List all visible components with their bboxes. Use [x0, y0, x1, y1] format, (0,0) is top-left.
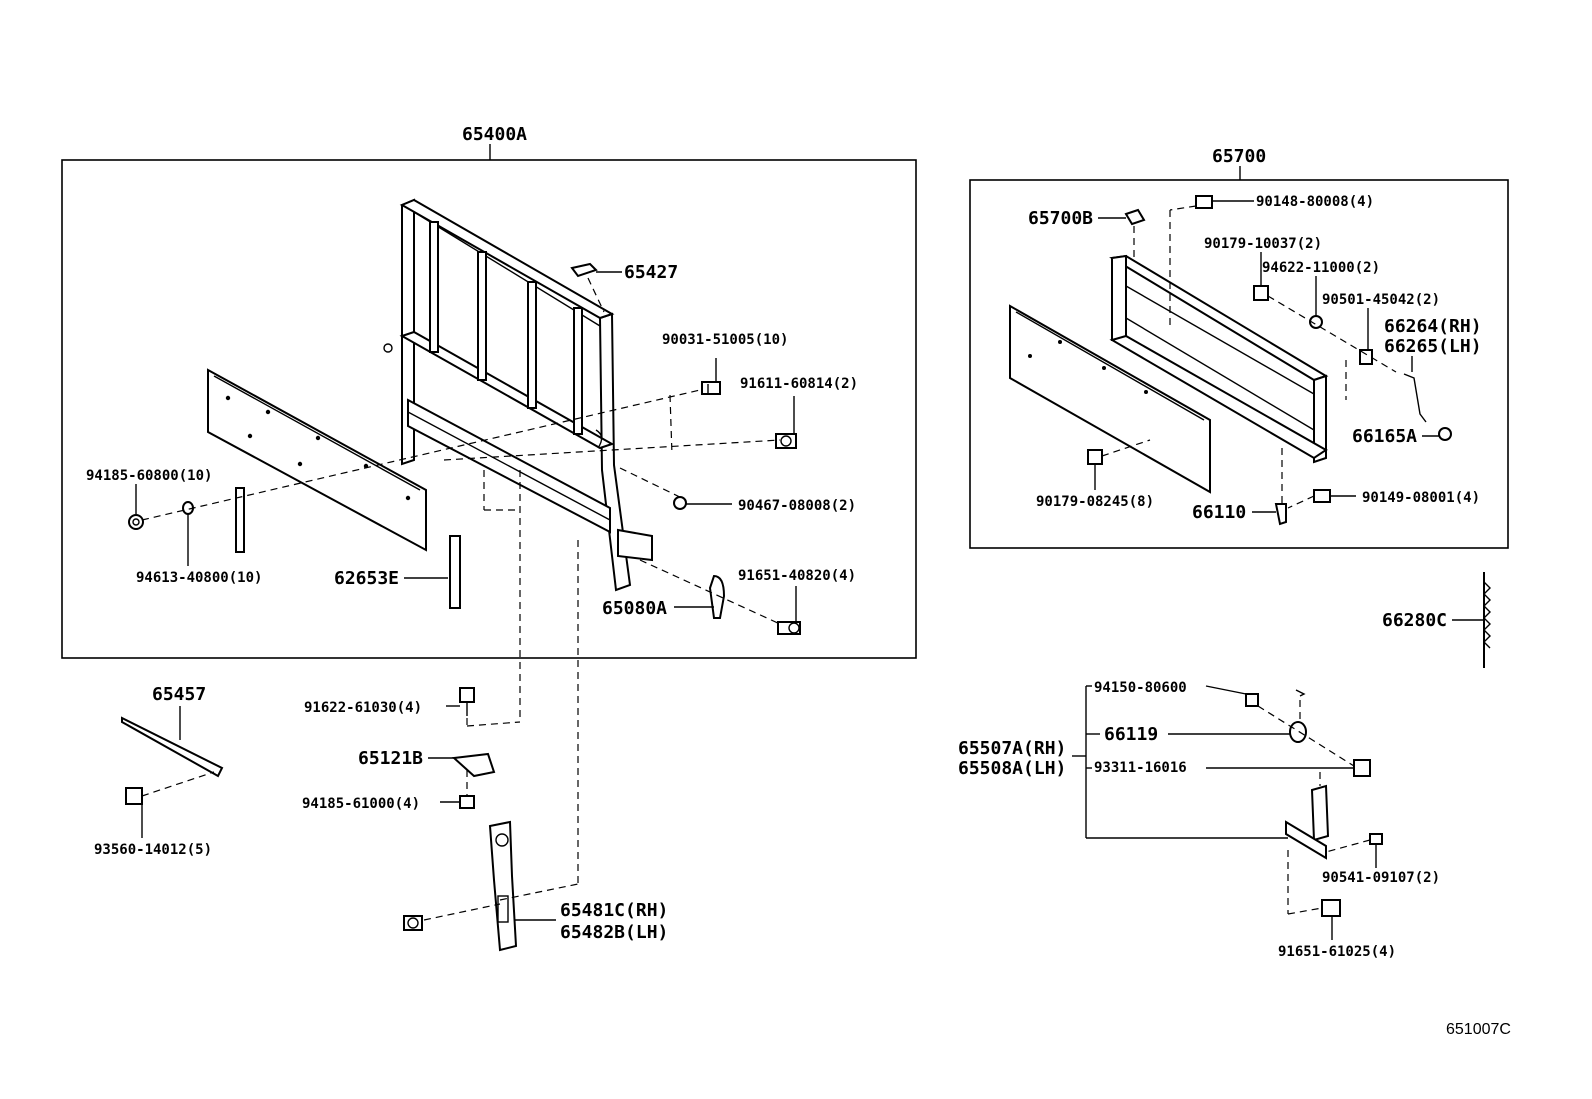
label-94613: 94613-40800(10) — [136, 570, 262, 586]
label-94622: 94622-11000(2) — [1262, 260, 1380, 276]
label-90179-08245: 90179-08245(8) — [1036, 494, 1154, 510]
label-65080a: 65080A — [602, 598, 667, 619]
bolt-90149 — [1313, 489, 1331, 503]
board-panel — [207, 368, 427, 552]
screw-90541 — [1369, 833, 1383, 845]
bolt-90031 — [701, 381, 721, 395]
label-66119: 66119 — [1104, 724, 1158, 745]
plate-65481c — [488, 820, 518, 952]
tailgate-frame — [1109, 254, 1329, 464]
label-90148: 90148-80008(4) — [1256, 194, 1374, 210]
bolt-93560 — [125, 787, 143, 805]
rod-66264 — [1403, 373, 1427, 423]
bolt-65481c — [403, 915, 423, 931]
label-91611: 91611-60814(2) — [740, 376, 858, 392]
nut-94185-61000 — [459, 795, 475, 809]
pin-90467 — [673, 496, 687, 510]
bracket-65121b — [451, 752, 496, 778]
nut-94185-60800 — [128, 514, 144, 530]
label-91622: 91622-61030(4) — [304, 700, 422, 716]
spacer-strip-62653e — [449, 535, 461, 609]
bolt-90148 — [1195, 195, 1213, 209]
hinge-66110 — [1274, 503, 1287, 526]
label-90031: 90031-51005(10) — [662, 332, 788, 348]
label-93560: 93560-14012(5) — [94, 842, 212, 858]
label-91651-40820: 91651-40820(4) — [738, 568, 856, 584]
chain-66280c — [1483, 572, 1491, 668]
label-90541: 90541-09107(2) — [1322, 870, 1440, 886]
label-62653e: 62653E — [334, 568, 399, 589]
label-66264: 66264(RH) — [1384, 316, 1482, 337]
bolt-90179-08245 — [1087, 449, 1103, 465]
bolt-91611 — [775, 433, 797, 449]
label-90501: 90501-45042(2) — [1322, 292, 1440, 308]
hinge-bracket-65507a — [1285, 784, 1330, 860]
pin-66119 — [1289, 689, 1307, 743]
label-90467: 90467-08008(2) — [738, 498, 856, 514]
label-93311: 93311-16016 — [1094, 760, 1187, 776]
label-66110: 66110 — [1192, 502, 1246, 523]
label-94150: 94150-80600 — [1094, 680, 1187, 696]
group-box-65400a — [61, 159, 917, 659]
label-66265: 66265(LH) — [1384, 336, 1482, 357]
reference-code: 651007C — [1446, 1021, 1511, 1038]
strip-65457 — [121, 716, 224, 778]
label-65427: 65427 — [624, 262, 678, 283]
group-box-65700 — [969, 179, 1509, 549]
nut-90179-10037 — [1253, 285, 1269, 301]
bolt-91651-61025 — [1321, 899, 1341, 917]
cap-65427 — [570, 262, 598, 278]
label-65700b: 65700B — [1028, 208, 1093, 229]
label-66280c: 66280C — [1382, 610, 1447, 631]
label-91651-61025: 91651-61025(4) — [1278, 944, 1396, 960]
headboard-frame — [383, 198, 653, 592]
label-66165a: 66165A — [1352, 426, 1417, 447]
label-65700: 65700 — [1212, 146, 1266, 167]
label-65457: 65457 — [152, 684, 206, 705]
label-65481c: 65481C(RH) — [560, 900, 668, 921]
label-65121b: 65121B — [358, 748, 423, 769]
label-65507a: 65507A(RH) — [958, 738, 1066, 759]
label-94185-60800: 94185-60800(10) — [86, 468, 212, 484]
spacer-strip — [235, 487, 245, 553]
collar-90501 — [1359, 349, 1373, 365]
clip-65700b — [1124, 208, 1146, 226]
bolt-91622 — [459, 687, 475, 716]
label-65482b: 65482B(LH) — [560, 922, 668, 943]
label-90149: 90149-08001(4) — [1362, 490, 1480, 506]
label-65508a: 65508A(LH) — [958, 758, 1066, 779]
label-90179-10037: 90179-10037(2) — [1204, 236, 1322, 252]
label-94185-61000: 94185-61000(4) — [302, 796, 420, 812]
bolt-91651-40820 — [777, 621, 801, 635]
nut-94150 — [1245, 693, 1259, 707]
tailgate-panel — [1009, 304, 1211, 494]
bolt-93311 — [1353, 759, 1371, 777]
label-65400a: 65400A — [462, 124, 527, 145]
knob-66165a — [1438, 427, 1452, 441]
